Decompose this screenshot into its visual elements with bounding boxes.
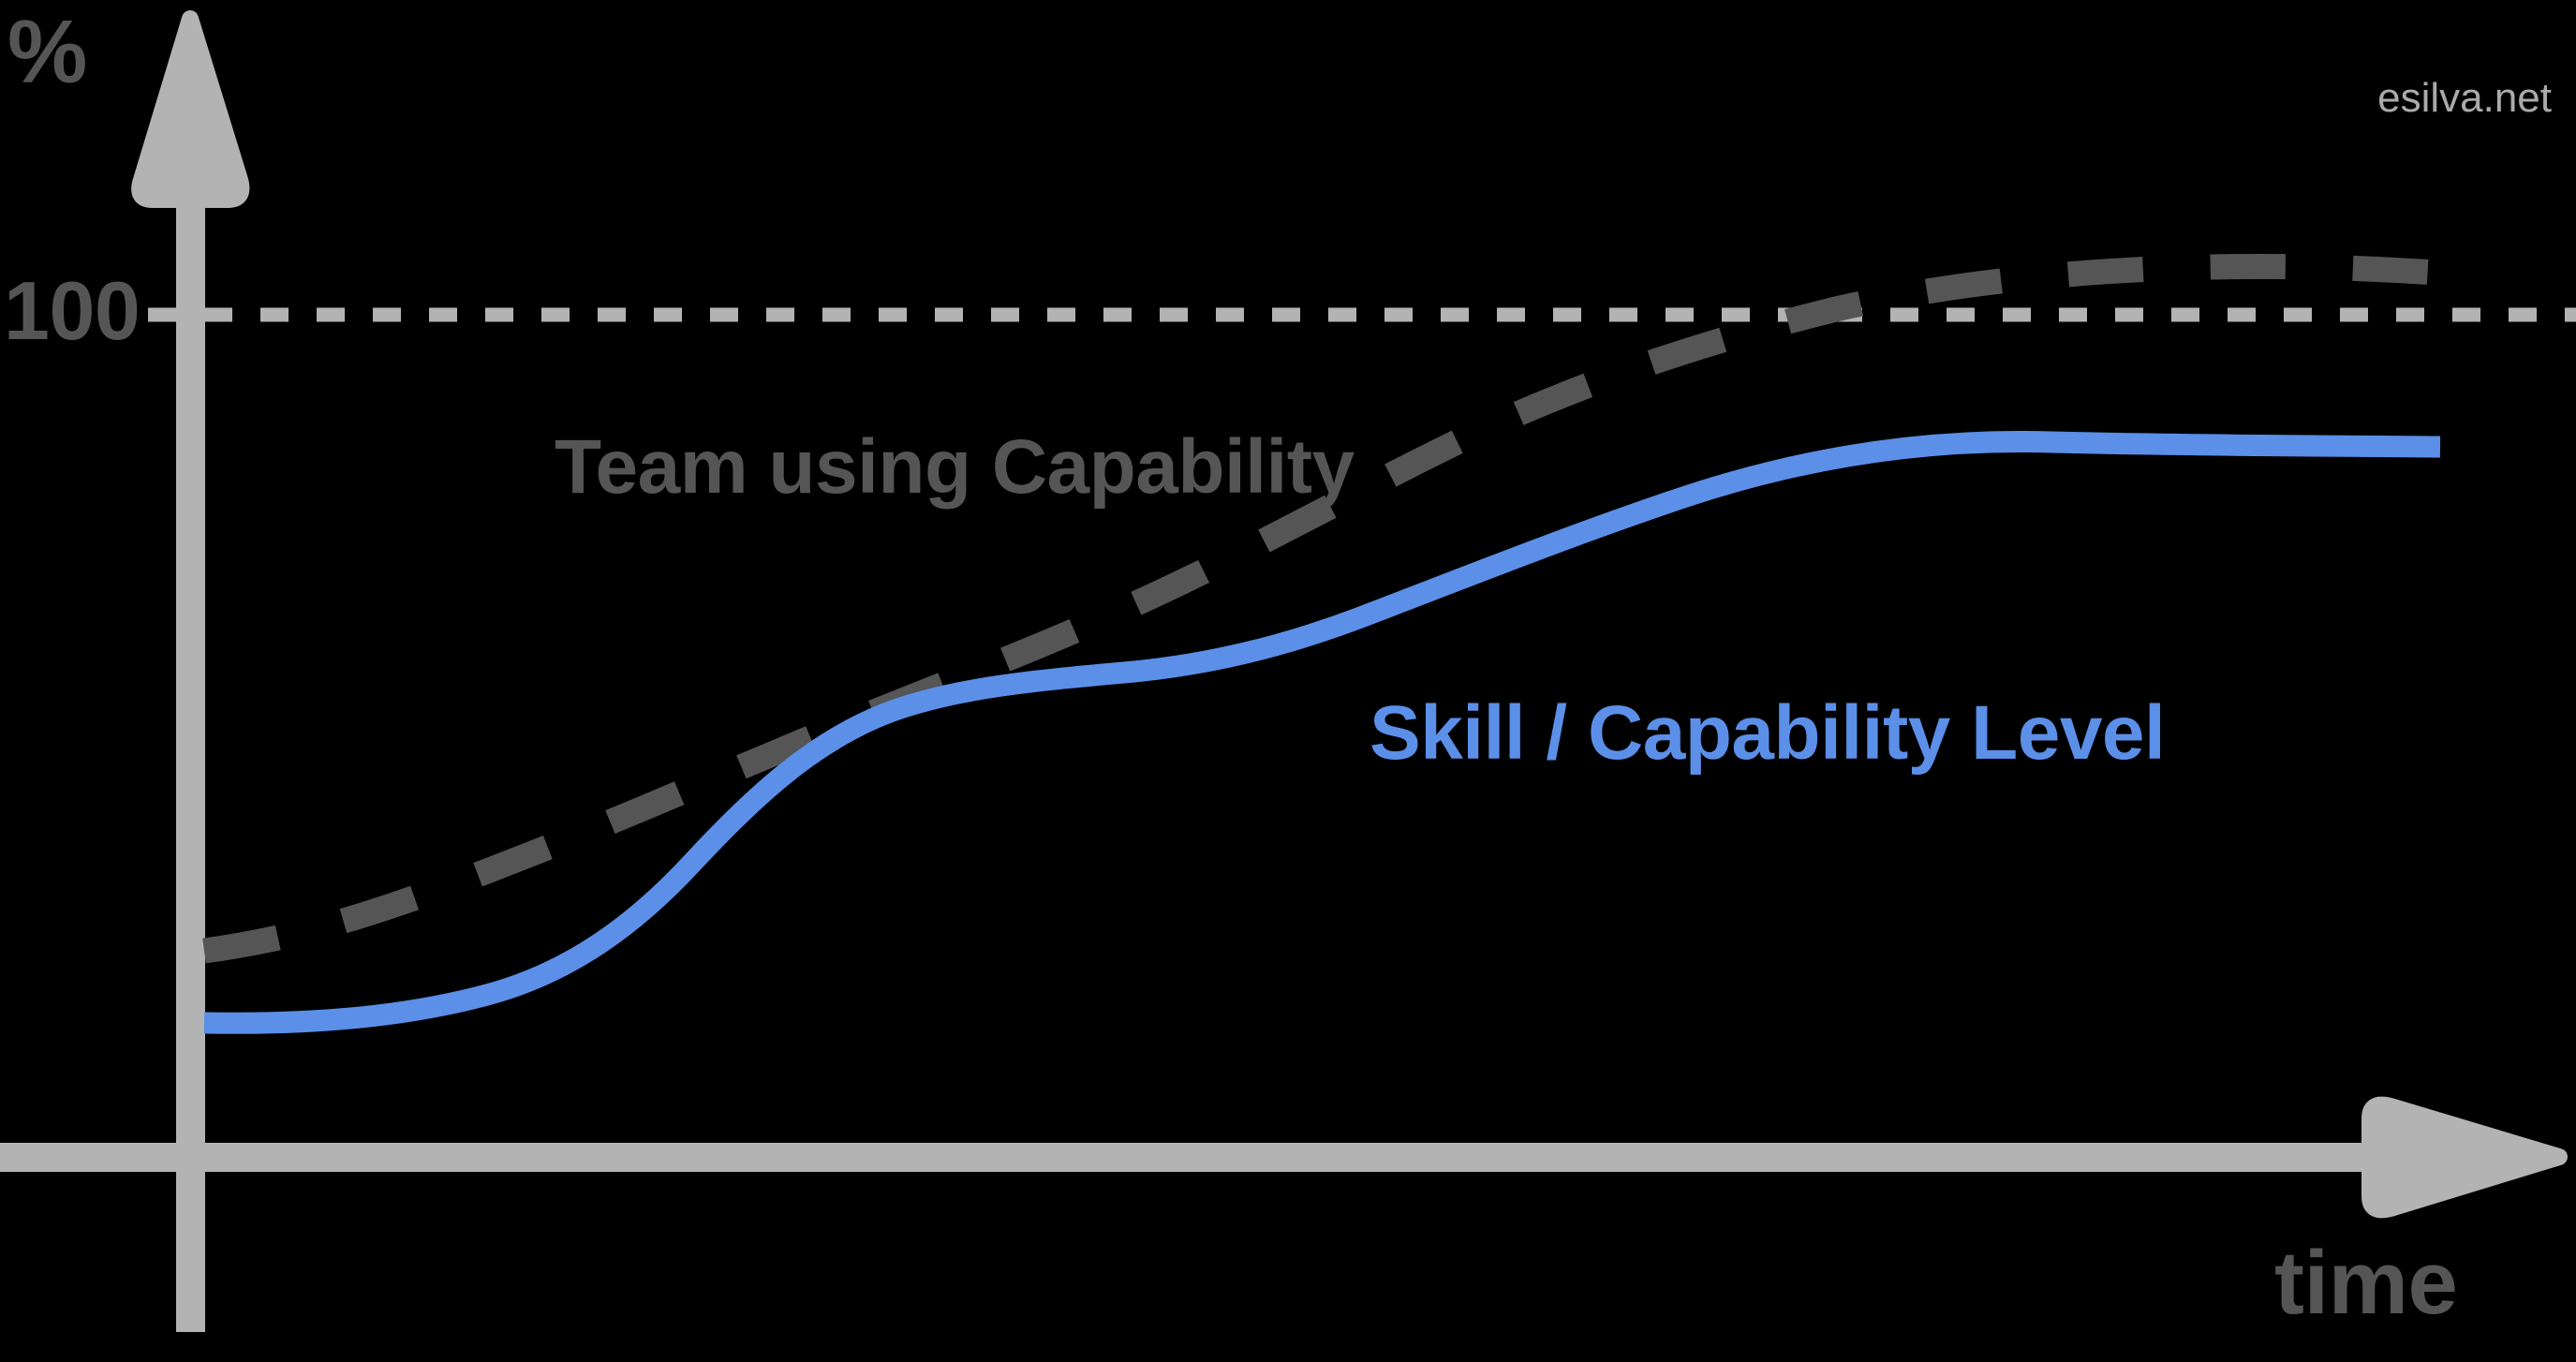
x-axis-label: time — [2274, 1233, 2458, 1333]
y-axis-label: % — [7, 2, 87, 102]
series-line-skill-capability-level — [203, 430, 2441, 1034]
series-label-team-using-capability: Team using Capability — [555, 424, 1355, 510]
x-axis-arrowhead-icon — [2361, 1096, 2568, 1219]
y-axis-arrowhead-icon — [131, 10, 250, 208]
series-label-skill-capability-level: Skill / Capability Level — [1369, 690, 2166, 776]
series-line-team-using-capability — [202, 253, 2450, 964]
watermark-text: esilva.net — [2377, 75, 2552, 121]
y-axis-tick-label-100: 100 — [4, 264, 141, 357]
x-axis-line — [0, 1143, 2473, 1172]
y-axis-line — [176, 141, 205, 1332]
